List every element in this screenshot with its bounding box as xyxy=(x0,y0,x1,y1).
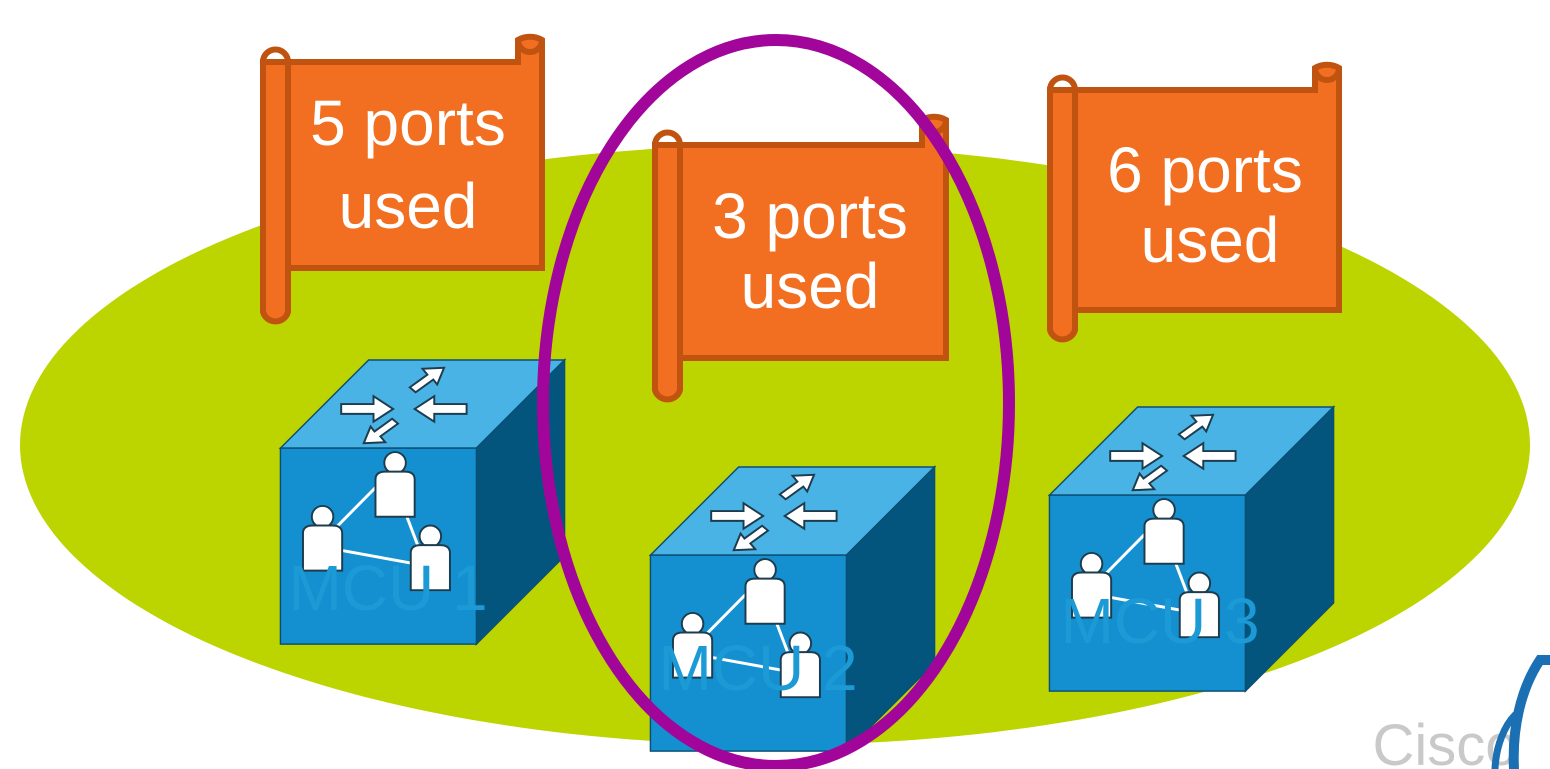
mcu-label: MCU 1 xyxy=(288,552,487,624)
scroll-flag-icon xyxy=(1047,61,1342,343)
mcu-label: MCU 3 xyxy=(1060,585,1259,657)
mcu-node: 5 ports used MCU 1 xyxy=(260,33,567,646)
flag-line-1: 5 ports xyxy=(310,87,506,159)
highlight-ring xyxy=(537,34,1015,769)
flag-line-1: 3 ports xyxy=(712,180,908,252)
flag-line-2: used xyxy=(741,250,880,322)
mcu-label: MCU 2 xyxy=(658,632,857,704)
flag-line-2: used xyxy=(339,170,478,242)
scroll-flag-icon xyxy=(260,33,545,325)
flag-line-2: used xyxy=(1141,204,1280,276)
flag-line-1: 6 ports xyxy=(1107,134,1303,206)
mcu-node-highlighted: 3 ports used MCU 2 xyxy=(537,34,1015,769)
cisco-live-logo-icon: Cisco xyxy=(1372,655,1550,769)
mcu-node: 6 ports used MCU 3 xyxy=(1047,61,1342,693)
